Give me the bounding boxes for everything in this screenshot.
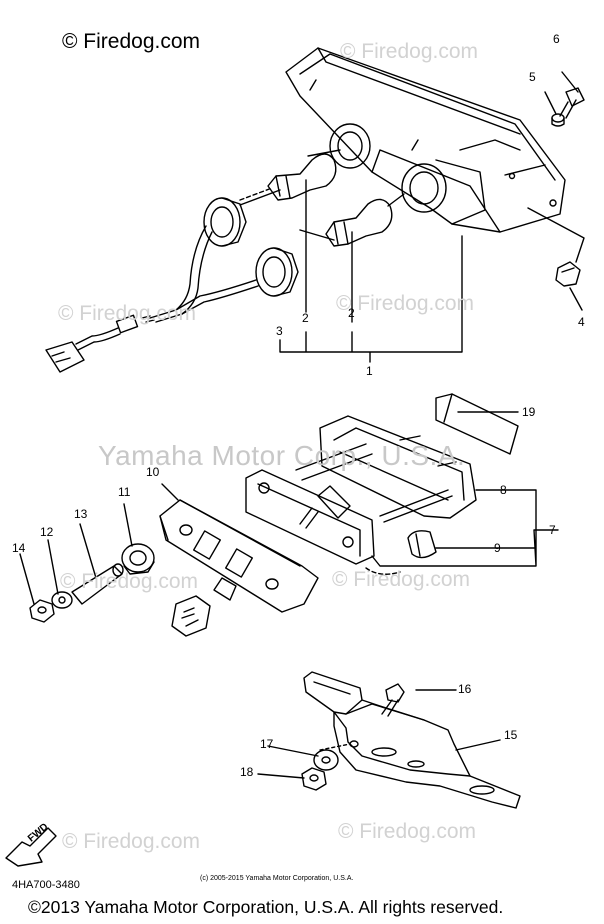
callout-16: 16: [458, 682, 472, 696]
screw-6: [559, 87, 585, 119]
part-code: 4HA700-3480: [12, 879, 80, 891]
washer-17: [313, 749, 339, 771]
callout-14: 14: [12, 541, 26, 555]
callout-1: 1: [366, 364, 373, 378]
callout-5: 5: [529, 70, 536, 84]
firedog-watermark: © Firedog.com: [338, 820, 477, 843]
nut-5: [551, 113, 565, 127]
collar-13: [71, 563, 124, 605]
nut-4: [555, 261, 581, 287]
firedog-watermark: © Firedog.com: [60, 570, 199, 593]
firedog-watermark: © Firedog.com: [58, 302, 197, 325]
bulb-lower: [325, 198, 393, 247]
lamp-housing-8: [295, 415, 477, 523]
firedog-watermark: © Firedog.com: [336, 292, 475, 315]
firedog-watermark: © Firedog.com: [62, 830, 201, 853]
bulb-upper: [267, 153, 337, 201]
callout-7: 7: [549, 523, 556, 537]
callout-11: 11: [118, 485, 131, 499]
callout-2b: 2: [348, 306, 355, 320]
frame-7: [245, 469, 375, 565]
bulb-9: [407, 530, 437, 559]
callout-4: 4: [578, 315, 585, 329]
callout-17: 17: [260, 737, 274, 751]
callout-3: 3: [276, 324, 283, 338]
callout-6: 6: [553, 32, 560, 46]
nut-18: [301, 767, 327, 791]
callout-9: 9: [494, 541, 501, 555]
callout-19: 19: [522, 405, 536, 419]
bracket-15: [303, 671, 521, 809]
callout-2a: 2: [302, 311, 309, 325]
taillight-housing: [285, 47, 566, 233]
base-10: [159, 499, 319, 637]
callout-13: 13: [74, 507, 88, 521]
callout-12: 12: [40, 525, 54, 539]
washer-12: [51, 591, 73, 609]
label-19: [435, 393, 519, 455]
copyright-watermark-top: © Firedog.com: [62, 30, 201, 53]
firedog-watermark: © Firedog.com: [340, 40, 479, 63]
footer-copyright: ©2013 Yamaha Motor Corporation, U.S.A. A…: [28, 897, 504, 917]
socket-harness: [45, 197, 299, 373]
nut-14: [29, 599, 55, 623]
callout-10: 10: [146, 465, 160, 479]
yamaha-watermark: Yamaha Motor Corp., U.S.A.: [98, 440, 466, 471]
grommet-11: [121, 543, 155, 575]
callout-8: 8: [500, 483, 507, 497]
fwd-arrow: [5, 827, 57, 867]
small-copyright: (c) 2005-2015 Yamaha Motor Corporation, …: [200, 875, 354, 882]
firedog-watermark: © Firedog.com: [332, 568, 471, 591]
bolt-16: [381, 683, 405, 717]
callout-18: 18: [240, 765, 254, 779]
callout-15: 15: [504, 728, 518, 742]
